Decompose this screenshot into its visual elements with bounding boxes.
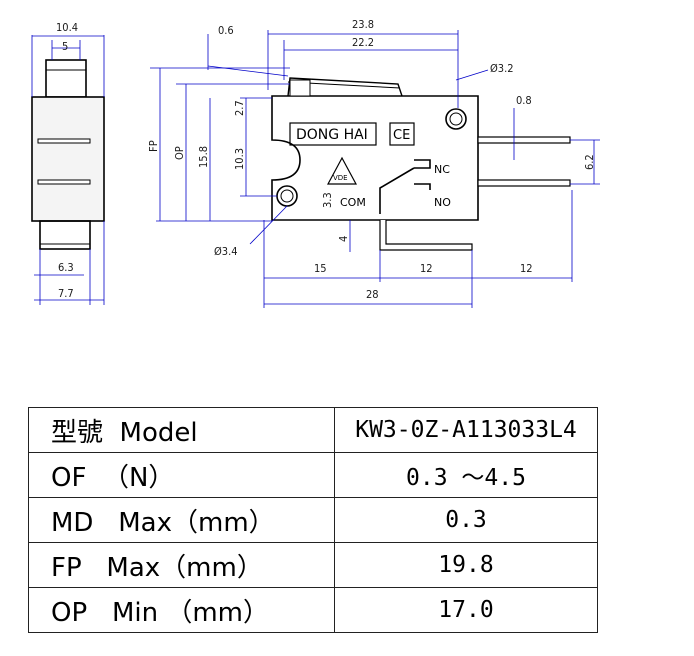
dim-side-inner-bottom: 6.3 bbox=[58, 261, 74, 274]
terminal-nc bbox=[477, 136, 571, 144]
table-row: OP Min （mm） 17.0 bbox=[28, 587, 598, 633]
dim-hole-left: Ø3.4 bbox=[214, 245, 238, 258]
front-view: DONG HAI CE VDE NC NO COM 23.8 22.2 0.6 … bbox=[147, 18, 600, 308]
spec-value-op: 17.0 bbox=[334, 587, 598, 633]
dim-op: OP bbox=[173, 146, 186, 160]
spec-value-fp: 19.8 bbox=[334, 542, 598, 588]
ce-mark: CE bbox=[393, 128, 410, 143]
vde-triangle bbox=[326, 156, 358, 185]
dim-fp: FP bbox=[147, 140, 160, 152]
dim-hole-right: Ø3.2 bbox=[490, 62, 514, 75]
no-label: NO bbox=[434, 196, 451, 209]
dim-terminal-thickness: 0.8 bbox=[516, 94, 532, 107]
terminal-no bbox=[477, 179, 571, 187]
vde-mark: VDE bbox=[333, 174, 348, 182]
side-cap bbox=[45, 59, 87, 98]
dim-side-width-bottom: 7.7 bbox=[58, 287, 74, 300]
dim-width-28: 28 bbox=[366, 288, 379, 301]
switch-schematic bbox=[379, 159, 431, 214]
spec-label-md: MD Max（mm） bbox=[28, 497, 335, 543]
table-row: OF （N） 0.3 ～4.5 bbox=[28, 452, 598, 498]
brand-label: DONG HAI bbox=[296, 127, 368, 143]
dim-terminal-pitch: 6.2 bbox=[583, 154, 596, 170]
dim-height-2-7: 2.7 bbox=[233, 100, 246, 116]
spec-value-of: 0.3 ～4.5 bbox=[334, 452, 598, 498]
spec-label-model: 型號 Model bbox=[28, 407, 335, 453]
dim-width-12a: 12 bbox=[420, 262, 433, 275]
side-base bbox=[39, 220, 91, 250]
dim-lever-thickness: 0.6 bbox=[218, 24, 234, 37]
spec-label-of: OF （N） bbox=[28, 452, 335, 498]
spec-value-model: KW3-0Z-A113033L4 bbox=[334, 407, 598, 453]
side-terminal-top bbox=[37, 138, 91, 144]
dim-side-inner-top: 5 bbox=[62, 40, 68, 53]
terminal-com bbox=[379, 220, 473, 251]
ce-box bbox=[389, 122, 415, 146]
dim-lever-length: 23.8 bbox=[352, 18, 374, 31]
technical-drawing: 10.4 5 6.3 7.7 DONG HAI CE VDE NC NO CO bbox=[31, 18, 600, 308]
dim-height-15-8: 15.8 bbox=[197, 146, 210, 168]
switch-housing bbox=[271, 95, 479, 221]
dim-width-15: 15 bbox=[314, 262, 327, 275]
spec-label-op: OP Min （mm） bbox=[28, 587, 335, 633]
dim-side-width-top: 10.4 bbox=[56, 21, 78, 34]
brand-box bbox=[289, 122, 377, 146]
com-label: COM bbox=[340, 196, 366, 209]
mount-hole-left bbox=[276, 185, 298, 207]
table-row: FP Max（mm） 19.8 bbox=[28, 542, 598, 588]
side-view: 10.4 5 6.3 7.7 bbox=[31, 21, 105, 305]
side-terminal-bottom bbox=[37, 179, 91, 185]
mount-hole-right bbox=[445, 108, 467, 130]
spec-value-md: 0.3 bbox=[334, 497, 598, 543]
side-body bbox=[31, 96, 105, 222]
actuator-lever bbox=[287, 77, 403, 97]
dim-width-12b: 12 bbox=[520, 262, 533, 275]
dim-lever-offset: 22.2 bbox=[352, 36, 374, 49]
nc-label: NC bbox=[434, 163, 450, 176]
spec-label-fp: FP Max（mm） bbox=[28, 542, 335, 588]
dim-height-10-3: 10.3 bbox=[233, 148, 246, 170]
dim-height-4: 4 bbox=[337, 236, 350, 242]
dim-height-3-3: 3.3 bbox=[321, 192, 334, 208]
spec-table: 型號 Model KW3-0Z-A113033L4 OF （N） 0.3 ～4.… bbox=[28, 407, 598, 633]
table-row: MD Max（mm） 0.3 bbox=[28, 497, 598, 543]
table-row: 型號 Model KW3-0Z-A113033L4 bbox=[28, 407, 598, 453]
